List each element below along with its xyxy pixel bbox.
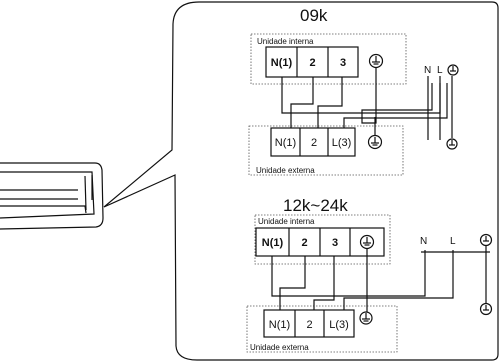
top-diagram: 09k Unidade interna N(1) 2 3 Unidade ext…: [248, 6, 459, 176]
top-supply-L-label: L: [437, 65, 443, 76]
bottom-supply-L-label: L: [450, 236, 456, 247]
top-outdoor-ground-icon: [367, 134, 383, 150]
bottom-outdoor-terminal-3: L(3): [329, 319, 349, 331]
bottom-indoor-terminal-2: 2: [301, 237, 307, 249]
bottom-supply-ground-top-icon: [479, 233, 493, 247]
bottom-outdoor-label: Unidade externa: [250, 343, 309, 352]
bottom-indoor-terminal-1: N(1): [262, 237, 284, 249]
top-indoor-frame: [250, 33, 407, 85]
top-outdoor-label: Unidade externa: [256, 166, 315, 175]
top-indoor-terminal-3: 3: [340, 57, 346, 69]
top-outdoor-frame: [248, 125, 404, 176]
top-title: 09k: [300, 6, 328, 25]
bottom-indoor-label: Unidade interna: [258, 217, 315, 226]
top-outdoor-terminal-2: 2: [311, 137, 317, 149]
bottom-title: 12k~24k: [283, 196, 348, 215]
bottom-diagram: 12k~24k Unidade interna N(1) 2 3 Unidade…: [246, 196, 493, 353]
bottom-supply-N-label: N: [420, 236, 427, 247]
top-outdoor-terminal-1: N(1): [275, 137, 296, 149]
bottom-outdoor-terminal-block: [263, 309, 355, 338]
bottom-indoor-frame: [254, 214, 391, 265]
top-supply-N-label: N: [424, 65, 431, 76]
bottom-outdoor-terminal-1: N(1): [269, 319, 290, 331]
bottom-indoor-ground-icon: [359, 234, 375, 250]
top-indoor-terminal-1: N(1): [271, 57, 293, 69]
top-indoor-terminal-block: [265, 46, 359, 78]
bottom-supply-ground-bottom-icon: [479, 302, 493, 316]
top-outdoor-terminal-3: L(3): [332, 137, 352, 149]
top-supply-ground-bottom-icon: [446, 138, 458, 150]
bottom-outdoor-ground-icon: [359, 311, 373, 325]
top-indoor-label: Unidade interna: [257, 37, 314, 46]
callout-bubble: [103, 1, 499, 361]
bottom-outdoor-frame: [246, 305, 398, 353]
indoor-unit-illustration: [0, 162, 104, 230]
top-indoor-ground-icon: [368, 53, 384, 69]
top-outdoor-terminal-block: [270, 127, 356, 157]
top-indoor-terminal-2: 2: [309, 57, 315, 69]
bottom-indoor-terminal-3: 3: [332, 237, 338, 249]
bottom-outdoor-terminal-2: 2: [306, 319, 312, 331]
top-supply-ground-top-icon: [447, 64, 459, 76]
